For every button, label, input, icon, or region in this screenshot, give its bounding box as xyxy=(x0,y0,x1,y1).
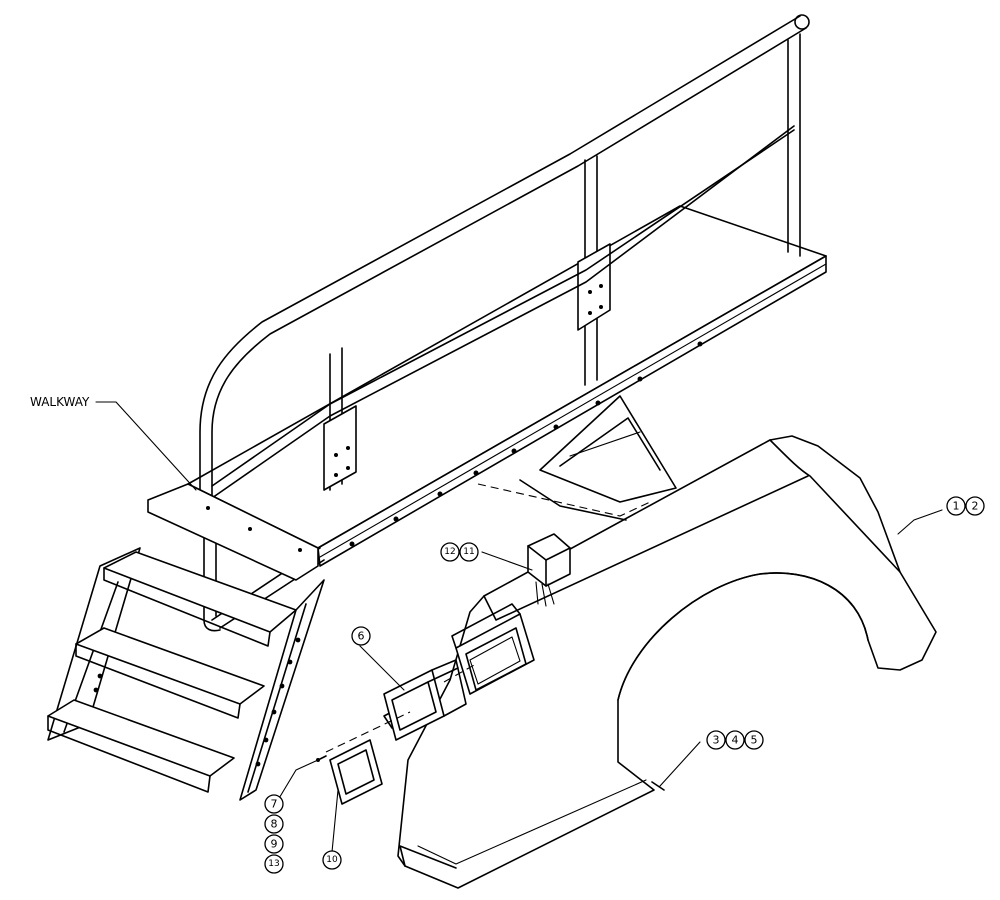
callout-1: 1 xyxy=(946,496,966,516)
svg-text:9: 9 xyxy=(271,838,278,851)
callout-9: 9 xyxy=(264,834,284,854)
walkway xyxy=(187,14,827,632)
svg-text:13: 13 xyxy=(268,859,279,869)
stairs xyxy=(47,483,325,801)
svg-text:7: 7 xyxy=(271,798,278,811)
svg-text:11: 11 xyxy=(463,547,474,557)
callout-3: 3 xyxy=(706,730,726,750)
svg-text:5: 5 xyxy=(751,734,758,747)
callout-5: 5 xyxy=(744,730,764,750)
callout-13: 13 xyxy=(264,854,284,874)
callout-6: 6 xyxy=(351,626,371,646)
walkway-label: WALKWAY xyxy=(30,395,90,409)
callout-8: 8 xyxy=(264,814,284,834)
exploded-parts xyxy=(316,533,665,805)
callout-10: 10 xyxy=(322,850,342,870)
svg-text:6: 6 xyxy=(358,630,365,643)
leader-lines xyxy=(95,401,943,853)
callout-2: 2 xyxy=(965,496,985,516)
callout-7: 7 xyxy=(264,794,284,814)
fender xyxy=(397,435,937,889)
post-plates xyxy=(323,243,611,491)
svg-text:4: 4 xyxy=(732,734,739,747)
svg-text:3: 3 xyxy=(713,734,720,747)
svg-text:1: 1 xyxy=(953,500,960,513)
callout-12: 12 xyxy=(440,542,460,562)
callout-bubbles: 1 2 12 11 6 3 4 5 xyxy=(264,496,985,874)
callout-4: 4 xyxy=(725,730,745,750)
rail-holes xyxy=(349,341,703,547)
svg-text:2: 2 xyxy=(972,500,979,513)
svg-text:12: 12 xyxy=(444,547,455,557)
svg-text:8: 8 xyxy=(271,818,278,831)
callout-11: 11 xyxy=(459,542,479,562)
svg-text:10: 10 xyxy=(326,855,338,865)
stringer-holes xyxy=(93,637,301,767)
